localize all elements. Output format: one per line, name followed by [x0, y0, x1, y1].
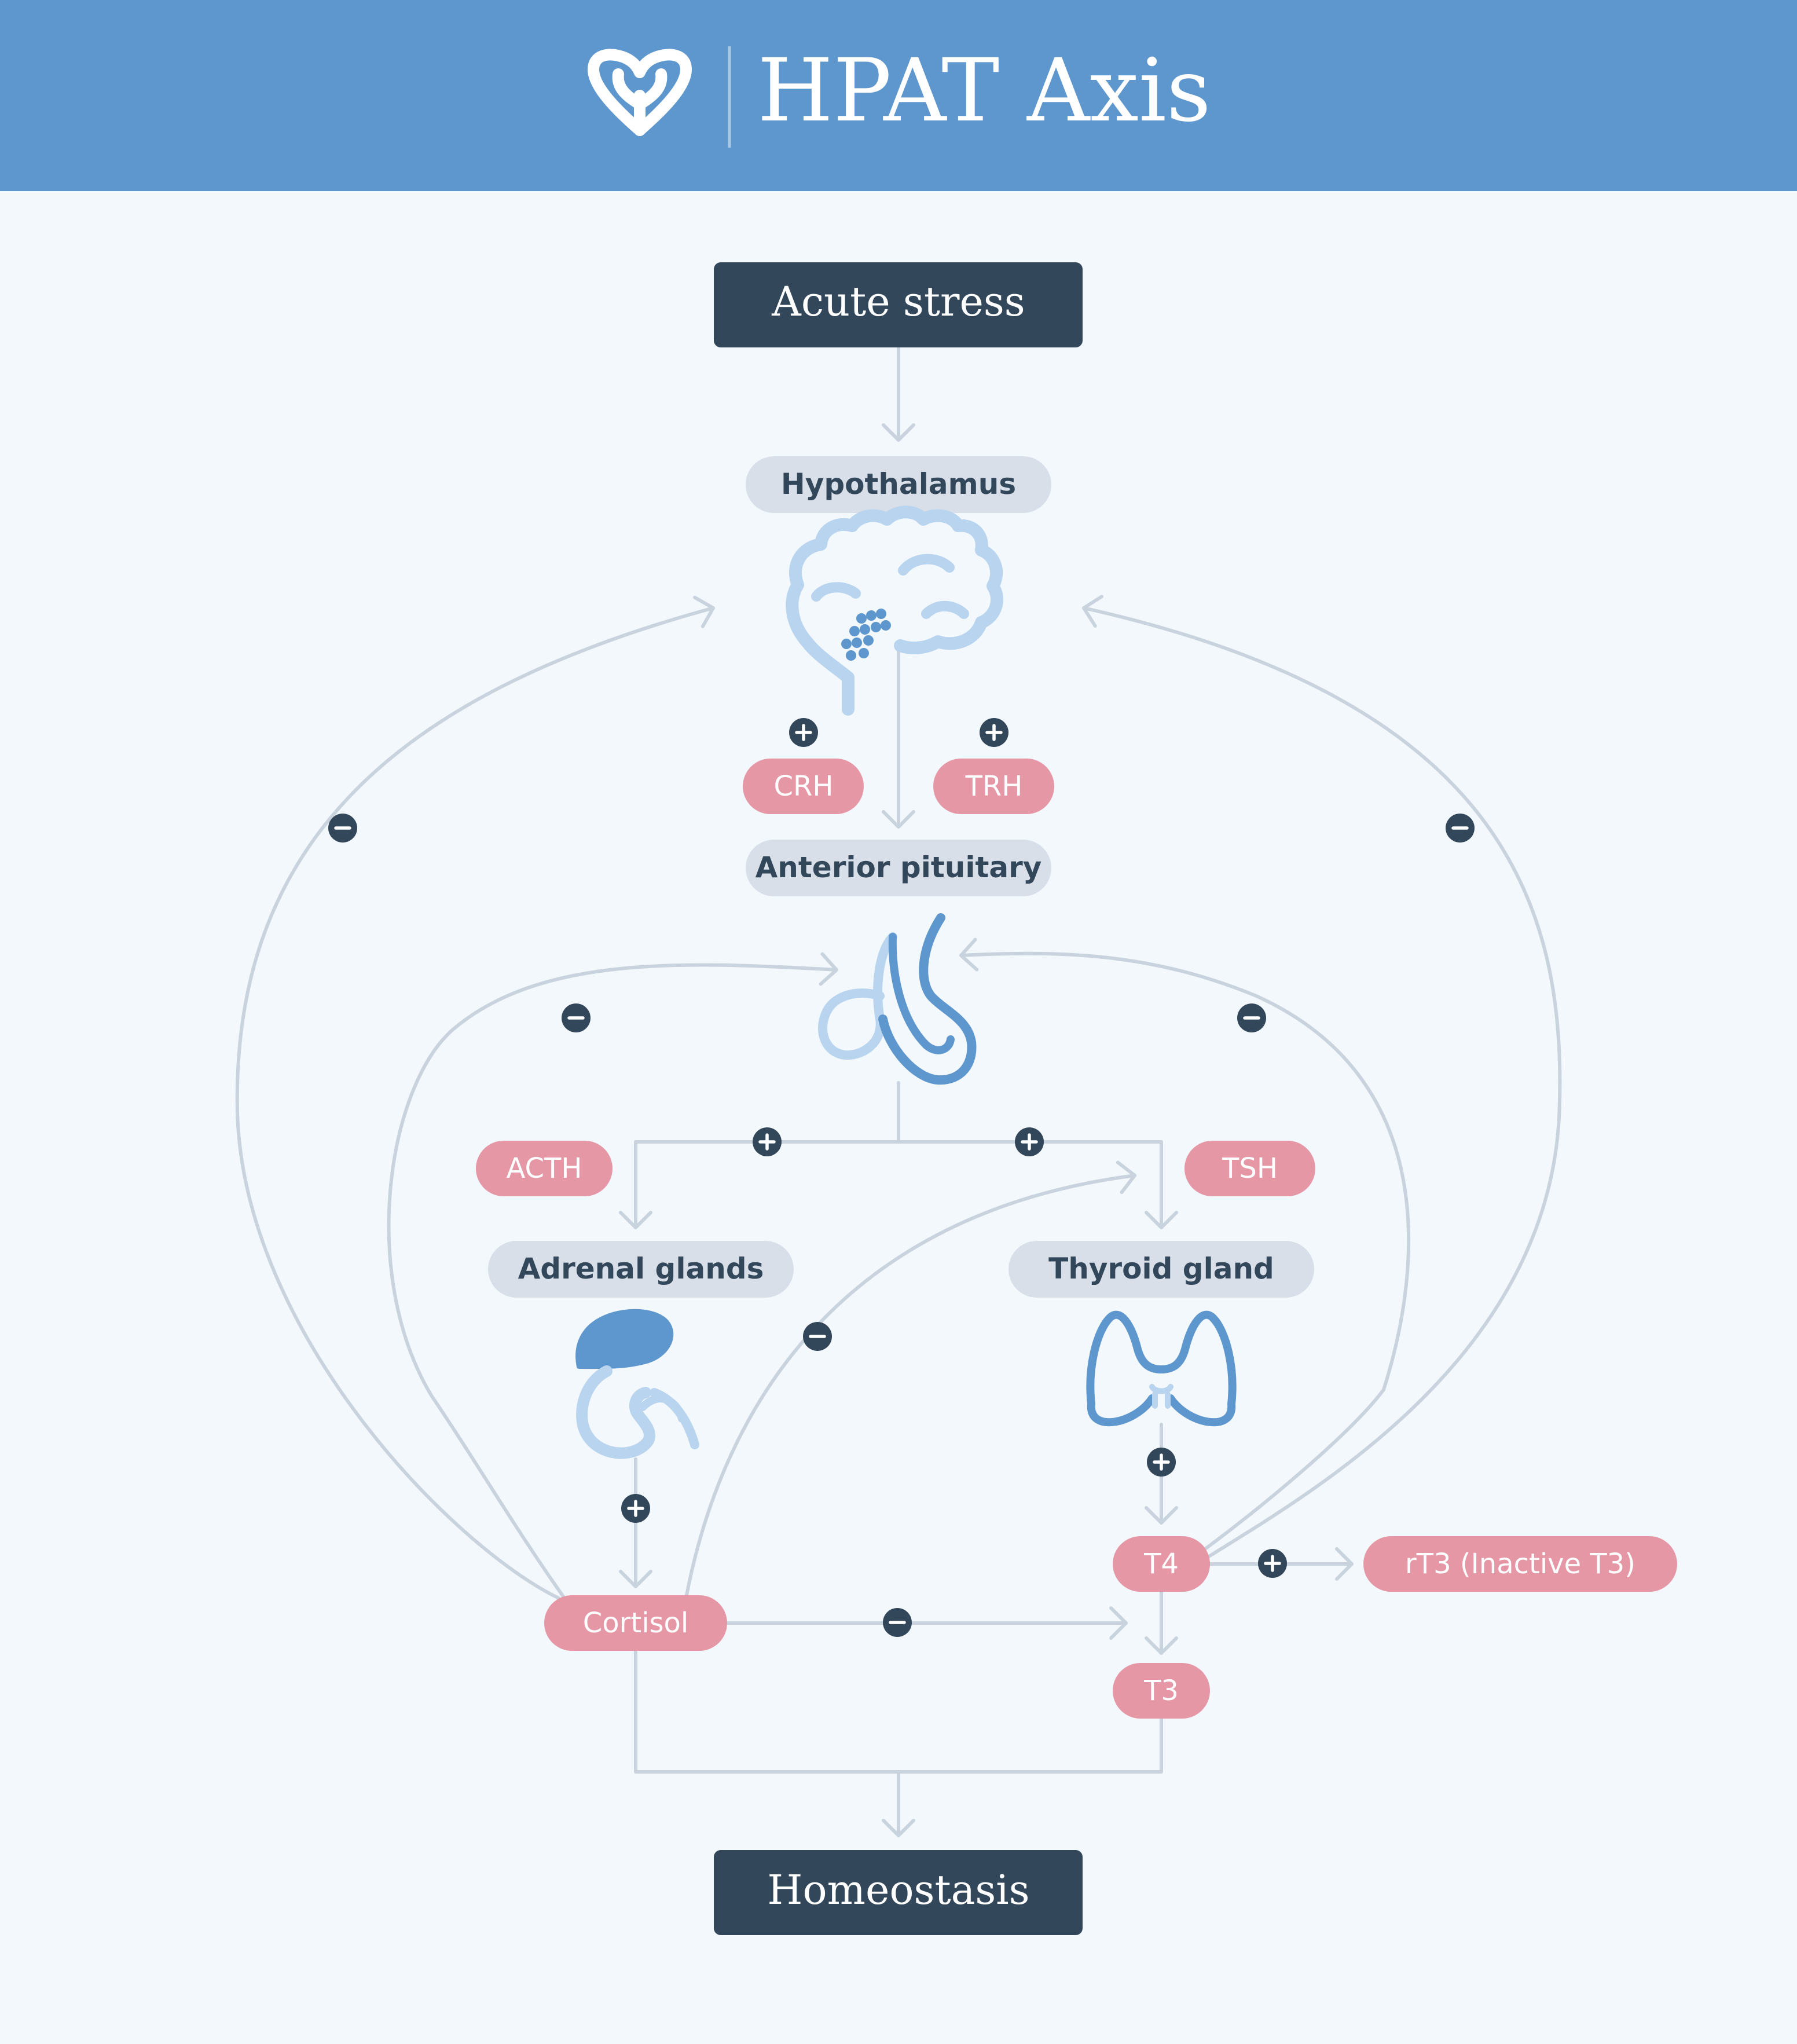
cortisol-label: Cortisol: [583, 1607, 688, 1639]
minus-sign-icon: [562, 1003, 591, 1032]
brain-icon: [786, 505, 1004, 716]
minus-sign-icon: [803, 1322, 832, 1351]
leaf-heart-logo-icon: [588, 49, 692, 136]
acute-stress-label: Acute stress: [771, 278, 1025, 325]
header-bar: [0, 0, 1797, 191]
acth-pill: ACTH: [476, 1141, 613, 1196]
plus-sign-icon: [1258, 1549, 1287, 1578]
t4-label: T4: [1143, 1548, 1179, 1580]
hypothalamus-dots-icon: [841, 609, 891, 661]
arrow-pituitary-to-thyroid: [897, 1140, 1178, 1229]
adrenal-kidney-icon: [575, 1309, 699, 1459]
t3-label: T3: [1143, 1675, 1179, 1707]
thyroid-gland-pill: Thyroid gland: [1008, 1241, 1314, 1298]
merge-to-homeostasis: [634, 1650, 1163, 1774]
plus-sign-icon: [980, 718, 1008, 747]
connectors: [235, 346, 1562, 1837]
trh-label: TRH: [965, 770, 1023, 803]
minus-sign-icon: [328, 814, 357, 842]
anterior-pituitary-pill: Anterior pituitary: [746, 840, 1051, 896]
hypothalamus-label: Hypothalamus: [781, 467, 1016, 501]
adrenal-glands-label: Adrenal glands: [518, 1252, 764, 1285]
anterior-pituitary-label: Anterior pituitary: [756, 851, 1042, 884]
minus-sign-icon: [883, 1608, 912, 1637]
thyroid-gland-label: Thyroid gland: [1048, 1252, 1274, 1285]
plus-sign-icon: [1147, 1448, 1176, 1477]
plus-sign-icon: [621, 1494, 650, 1523]
feedback-cortisol-to-tsh: [684, 1160, 1136, 1600]
feedback-t4-to-pituitary: [959, 937, 1411, 1554]
rt3-pill: rT3 (Inactive T3): [1363, 1536, 1677, 1592]
plus-sign-icon: [789, 718, 818, 747]
t4-pill: T4: [1113, 1536, 1210, 1592]
homeostasis-box: Homeostasis: [714, 1850, 1083, 1935]
minus-sign-icon: [1237, 1003, 1266, 1032]
feedback-t4-to-hypothalamus: [1082, 595, 1562, 1559]
sign-markers: [328, 718, 1475, 1637]
cortisol-pill: Cortisol: [544, 1595, 727, 1651]
hypothalamus-pill: Hypothalamus: [746, 456, 1051, 513]
minus-sign-icon: [1446, 814, 1475, 842]
page-title: HPAT Axis: [757, 41, 1211, 141]
t3-pill: T3: [1113, 1663, 1210, 1719]
acth-label: ACTH: [507, 1152, 582, 1185]
feedback-cortisol-to-pituitary: [387, 952, 838, 1600]
plus-sign-icon: [753, 1127, 782, 1156]
adrenal-glands-pill: Adrenal glands: [488, 1241, 794, 1298]
crh-pill: CRH: [743, 759, 864, 814]
pituitary-icon: [818, 913, 977, 1085]
tsh-label: TSH: [1222, 1152, 1278, 1185]
feedback-cortisol-to-hypothalamus: [235, 595, 715, 1600]
thyroid-icon: [1086, 1310, 1237, 1427]
homeostasis-label: Homeostasis: [767, 1866, 1029, 1914]
rt3-label: rT3 (Inactive T3): [1405, 1548, 1635, 1580]
acute-stress-box: Acute stress: [714, 262, 1083, 347]
crh-label: CRH: [774, 770, 834, 803]
plus-sign-icon: [1015, 1127, 1044, 1156]
tsh-pill: TSH: [1184, 1141, 1315, 1196]
trh-pill: TRH: [933, 759, 1054, 814]
arrow-pituitary-to-adrenal: [619, 1140, 900, 1229]
